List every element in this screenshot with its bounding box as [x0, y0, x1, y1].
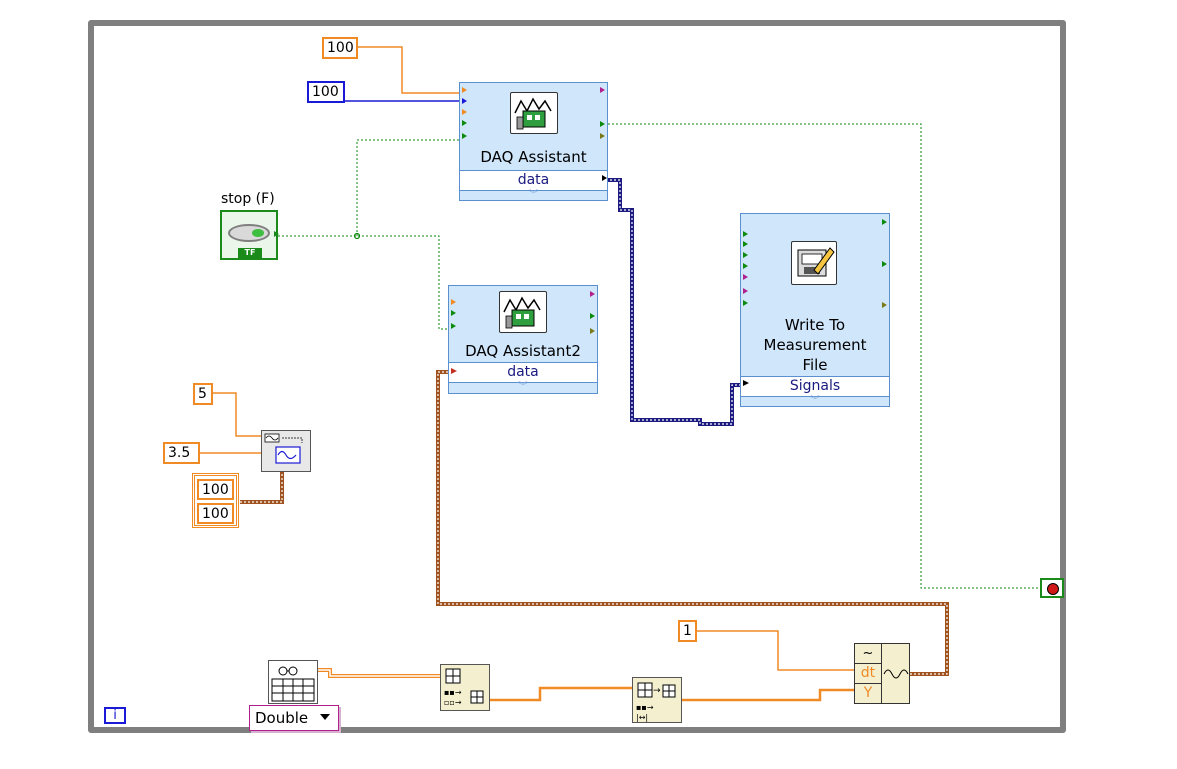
build-waveform-node[interactable]: ~ dt Y [854, 643, 910, 704]
wire-one [696, 630, 855, 671]
iteration-terminal[interactable]: i [104, 707, 126, 724]
expand-chevron-icon[interactable]: ︾ [518, 382, 528, 392]
numeric-constant-3-5[interactable]: 3.5 [163, 442, 200, 464]
input-terminal[interactable] [451, 323, 456, 329]
signals-input-arrow[interactable] [743, 380, 749, 386]
input-terminal[interactable] [462, 98, 467, 104]
cluster-element-1[interactable]: 100 [197, 479, 234, 500]
data-output-arrow[interactable] [602, 175, 607, 181]
daq-assistant2-node[interactable]: DAQ Assistant2 data ︾ [448, 285, 598, 394]
tf-badge: TF [238, 248, 262, 258]
output-terminal[interactable] [600, 121, 605, 127]
daq-card-icon [499, 291, 547, 333]
waveform-icon [883, 669, 909, 679]
data-input-arrow[interactable] [451, 368, 457, 374]
svg-text:▫▫→: ▫▫→ [444, 698, 462, 707]
type-selector-value: Double [255, 709, 309, 727]
output-terminal[interactable] [590, 291, 595, 297]
daq-assistant-node[interactable]: DAQ Assistant data ︾ [459, 82, 608, 201]
cluster-element-2[interactable]: 100 [197, 503, 234, 524]
numeric-constant-1[interactable]: 1 [678, 620, 697, 642]
output-terminal[interactable] [590, 313, 595, 319]
input-terminal[interactable] [743, 252, 748, 258]
sine-waveform-vi[interactable] [261, 430, 311, 472]
wire-file-to-array [318, 668, 441, 678]
input-terminal[interactable] [743, 231, 748, 237]
output-terminal[interactable] [590, 328, 595, 334]
wire-cluster [240, 472, 284, 504]
array-subset-node[interactable]: ▪▪→ ▫▫→ [440, 664, 490, 711]
numeric-constant-100-blue[interactable]: 100 [307, 81, 345, 103]
wire-index-to-y [682, 688, 855, 702]
dt-terminal[interactable]: dt [855, 663, 881, 684]
loop-condition-terminal[interactable] [1040, 578, 1064, 598]
wire-daq1-data [606, 178, 742, 426]
output-terminal[interactable] [882, 219, 887, 225]
stop-sign-icon [1047, 583, 1059, 595]
output-terminal[interactable] [882, 302, 887, 308]
input-terminal[interactable] [743, 274, 748, 280]
expand-chevron-icon[interactable]: ︾ [810, 396, 820, 406]
stop-label: stop (F) [221, 191, 275, 207]
stop-button-icon [228, 224, 270, 242]
output-terminal[interactable] [882, 261, 887, 267]
write-file-title-line3: File [802, 356, 828, 374]
input-terminal[interactable] [451, 299, 456, 305]
write-file-title-line1: Write To [784, 316, 846, 334]
stop-control[interactable]: TF [220, 210, 279, 260]
wire-daq1-to-stop-terminal [608, 123, 1041, 589]
write-file-icon [791, 241, 837, 285]
input-terminal[interactable] [743, 300, 748, 306]
wire-stop-to-daq2 [278, 235, 452, 330]
write-file-title: Write To Measurement File [741, 315, 889, 375]
wire-array-to-index [490, 686, 633, 702]
signals-terminal[interactable]: Signals [741, 376, 889, 397]
input-terminal[interactable] [462, 109, 467, 115]
wire-five [213, 392, 262, 437]
read-spreadsheet-vi[interactable] [268, 660, 318, 704]
type-selector[interactable]: Double [249, 705, 339, 731]
daq-assistant2-title: DAQ Assistant2 [465, 342, 581, 360]
numeric-constant-5[interactable]: 5 [193, 383, 213, 405]
daq-assistant-title: DAQ Assistant [480, 148, 587, 166]
input-terminal[interactable] [462, 87, 467, 93]
input-terminal[interactable] [743, 241, 748, 247]
output-terminal[interactable] [600, 87, 605, 93]
while-loop-frame[interactable] [88, 20, 1066, 733]
t0-terminal[interactable]: ~ [855, 644, 881, 664]
numeric-constant-100-orange[interactable]: 100 [322, 37, 358, 59]
index-array-node[interactable]: → ▪▪→ |↔| [632, 677, 682, 723]
input-terminal[interactable] [743, 263, 748, 269]
expand-chevron-icon[interactable]: ︾ [528, 190, 538, 200]
svg-text:→: → [653, 686, 661, 696]
svg-text:▪▪→: ▪▪→ [444, 688, 462, 697]
daq-assistant-data-terminal[interactable]: data [460, 170, 607, 191]
wire-stop-to-daq1 [356, 139, 462, 236]
input-terminal[interactable] [462, 133, 467, 139]
write-file-title-line2: Measurement [763, 336, 867, 354]
cluster-constant[interactable]: 100 100 [192, 473, 239, 528]
input-terminal[interactable] [462, 120, 467, 126]
daq-card-icon [510, 92, 558, 134]
wire-orange-100 [357, 46, 462, 94]
output-terminal[interactable] [600, 133, 605, 139]
y-terminal[interactable]: Y [863, 685, 873, 701]
svg-text:▪▪→: ▪▪→ [636, 703, 654, 712]
svg-text:|↔|: |↔| [636, 713, 648, 722]
write-to-measurement-file-node[interactable]: Write To Measurement File Signals ︾ [740, 213, 890, 407]
chevron-down-icon[interactable] [320, 714, 330, 720]
stop-output-terminal [274, 231, 279, 237]
input-terminal[interactable] [451, 310, 456, 316]
daq-assistant2-data-terminal[interactable]: data [449, 362, 597, 383]
wire-junction [353, 232, 361, 240]
input-terminal[interactable] [743, 288, 748, 294]
